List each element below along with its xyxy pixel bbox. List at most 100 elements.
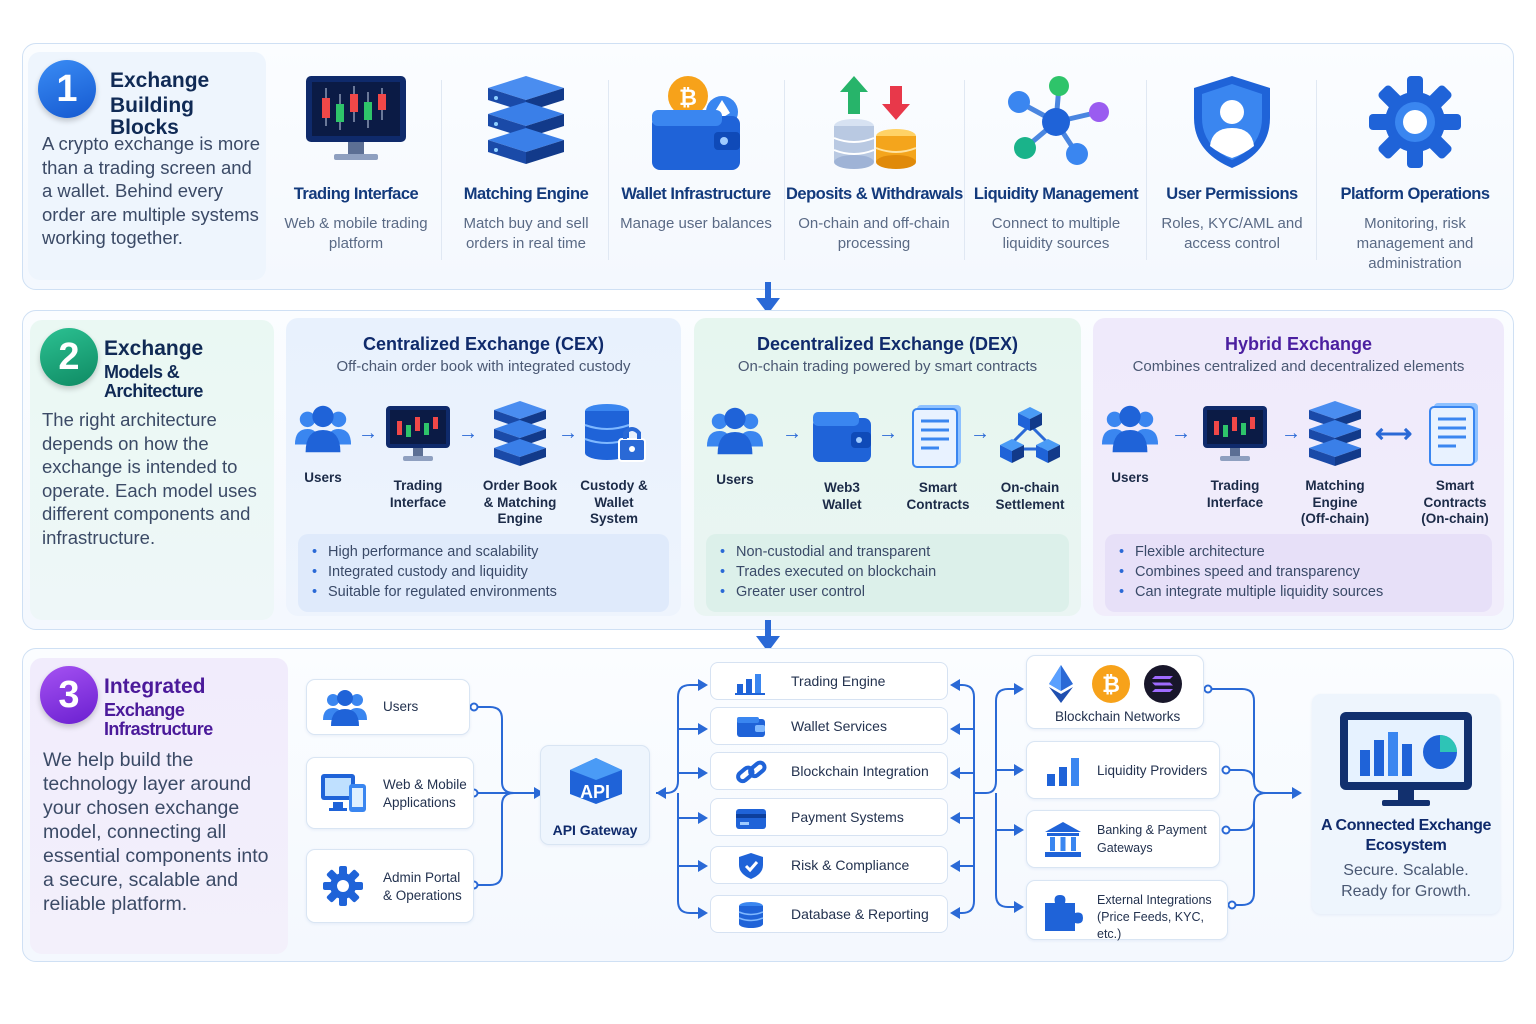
api-gateway-label: API Gateway xyxy=(552,822,638,838)
section-building-blocks xyxy=(22,43,1514,290)
service-blockchain-integration[interactable]: Blockchain Integration xyxy=(710,752,948,790)
service-label: Risk & Compliance xyxy=(791,857,910,873)
block-description: Manage user balances xyxy=(620,215,772,232)
model-node: Trading Interface xyxy=(374,398,462,511)
service-wallet-services[interactable]: Wallet Services xyxy=(710,707,948,745)
service-label: Wallet Services xyxy=(791,718,887,734)
model-subtitle: Combines centralized and decentralized e… xyxy=(1132,358,1465,375)
external-label: Liquidity Providers xyxy=(1097,763,1208,778)
down-arrow-icon xyxy=(756,620,780,652)
users-icon xyxy=(706,400,764,462)
api-gateway[interactable]: API API Gateway xyxy=(540,745,650,845)
model-benefits-list: Non-custodial and transparentTrades exec… xyxy=(706,534,1069,612)
result-description: Secure. Scalable. Ready for Growth. xyxy=(1341,862,1471,900)
api-badge-text: API xyxy=(579,782,610,802)
connected-ecosystem-result: A Connected Exchange Ecosystem Secure. S… xyxy=(1312,694,1500,914)
model-title: Centralized Exchange (CEX) xyxy=(362,334,605,354)
model-node: Web3 Wallet xyxy=(798,400,886,513)
service-label: Blockchain Integration xyxy=(791,763,929,779)
divider xyxy=(964,80,965,260)
bar-chart-icon xyxy=(735,674,765,695)
service-database-reporting[interactable]: Database & Reporting xyxy=(710,895,948,933)
block-description: Monitoring, risk management and administ… xyxy=(1356,215,1474,272)
monitor-icon xyxy=(1191,398,1279,470)
ethereum-icon xyxy=(1049,665,1073,703)
block-title: Deposits & Withdrawals xyxy=(786,185,963,203)
shield-check-icon xyxy=(739,853,763,879)
external-liquidity-providers[interactable]: Liquidity Providers xyxy=(1026,741,1220,799)
bar-chart-icon xyxy=(1047,758,1079,786)
users-icon xyxy=(1101,398,1159,460)
external-label: Banking & Payment Gateways xyxy=(1097,823,1207,855)
divider xyxy=(784,80,785,260)
users-icon xyxy=(323,690,367,726)
arrow-right-icon: → xyxy=(970,422,990,444)
external-blockchain-networks[interactable]: ₿ Blockchain Networks xyxy=(1026,655,1204,729)
external-label: Blockchain Networks xyxy=(1055,709,1181,724)
client-users[interactable]: Users xyxy=(306,679,470,735)
benefit-item: Trades executed on blockchain xyxy=(720,562,1069,582)
credit-card-icon xyxy=(736,809,766,829)
coins-arrows-icon xyxy=(824,74,924,175)
client-admin-portal[interactable]: Admin Portal & Operations xyxy=(306,849,474,923)
building-block-platform-operations: Platform Operations Monitoring, risk man… xyxy=(1318,52,1512,280)
model-node: Users xyxy=(706,400,764,489)
benefit-item: Flexible architecture xyxy=(1119,542,1492,562)
divider xyxy=(1146,80,1147,260)
arrow-right-icon: → xyxy=(782,422,802,444)
svg-text:₿: ₿ xyxy=(679,86,697,111)
arrow-right-icon: → xyxy=(878,422,898,444)
node-label: Users xyxy=(1111,470,1149,485)
benefit-item: Suitable for regulated environments xyxy=(312,582,669,602)
arrow-right-icon: → xyxy=(358,422,378,444)
model-node: Matching Engine (Off-chain) xyxy=(1291,398,1379,528)
model-title: Hybrid Exchange xyxy=(1224,334,1373,354)
building-block-wallet-infrastructure: ₿ Wallet Infrastructure Manage user bala… xyxy=(610,52,782,280)
model-benefits-list: Flexible architectureCombines speed and … xyxy=(1105,534,1492,612)
section3-number-badge: 3 xyxy=(40,666,98,724)
block-description: Match buy and sell orders in real time xyxy=(463,215,589,252)
benefit-item: Non-custodial and transparent xyxy=(720,542,1069,562)
cubes-icon xyxy=(986,400,1074,472)
model-node: On-chain Settlement xyxy=(986,400,1074,513)
servers-icon xyxy=(476,398,564,470)
dashboard-monitor-icon xyxy=(1340,712,1472,806)
block-title: Matching Engine xyxy=(463,185,589,203)
model-subtitle: On-chain trading powered by smart contra… xyxy=(737,358,1038,375)
external-integrations[interactable]: External Integrations (Price Feeds, KYC,… xyxy=(1026,880,1228,941)
gear-icon xyxy=(323,866,363,906)
node-label: Users xyxy=(716,472,754,487)
block-title: User Permissions xyxy=(1166,185,1298,203)
external-banking-payment[interactable]: Banking & Payment Gateways xyxy=(1026,810,1220,868)
node-label: Custody & Wallet System xyxy=(580,478,648,526)
block-title: Wallet Infrastructure xyxy=(621,185,771,203)
benefit-item: High performance and scalability xyxy=(312,542,669,562)
shield-user-icon xyxy=(1190,74,1274,175)
section2-description: The right architecture depends on how th… xyxy=(42,409,257,548)
down-arrow-icon xyxy=(756,282,780,314)
model-node: Order Book & Matching Engine xyxy=(476,398,564,528)
divider xyxy=(1316,80,1317,260)
block-title: Trading Interface xyxy=(293,185,419,203)
wallet-icon xyxy=(798,400,886,472)
client-web-mobile[interactable]: Web & Mobile Applications xyxy=(306,757,474,829)
node-label: Trading Interface xyxy=(1206,478,1264,510)
users-icon xyxy=(294,398,352,460)
service-payment-systems[interactable]: Payment Systems xyxy=(710,798,948,836)
client-label: Web & Mobile Applications xyxy=(383,777,467,810)
monitor-icon xyxy=(374,398,462,470)
service-trading-engine[interactable]: Trading Engine xyxy=(710,662,948,700)
model-benefits-list: High performance and scalabilityIntegrat… xyxy=(298,534,669,612)
bitcoin-icon: ₿ xyxy=(1092,665,1130,703)
model-node: Custody & Wallet System xyxy=(570,398,658,528)
devices-icon xyxy=(321,774,366,812)
service-risk-compliance[interactable]: Risk & Compliance xyxy=(710,846,948,884)
database-icon xyxy=(738,902,764,928)
model-node: Smart Contracts xyxy=(894,400,982,513)
divider xyxy=(608,80,609,260)
model-card-dex: Decentralized Exchange (DEX) On-chain tr… xyxy=(694,318,1081,616)
